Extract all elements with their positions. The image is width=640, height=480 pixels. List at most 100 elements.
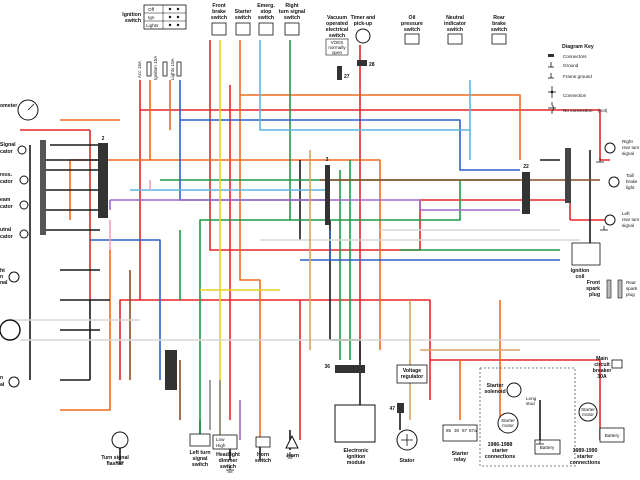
front-brake-label-2: brake <box>212 9 226 15</box>
connector-27-label: 27 <box>344 74 350 80</box>
wire-dashed <box>479 367 576 467</box>
flasher-label-2: flasher <box>106 461 123 467</box>
right-turn-switch-label-3: switch <box>284 15 300 21</box>
ignition-switch: Off Ign Lights Ignition switch <box>122 4 187 30</box>
fuse-acc-label: Acc 15A <box>137 60 142 78</box>
turn-signal-flasher <box>111 431 129 449</box>
voltage-regulator-label-1: Voltage <box>403 368 421 374</box>
front-plug-label-3: plug <box>589 292 600 298</box>
connector-22-label: 22 <box>523 164 529 170</box>
right-turn-signal-switch <box>284 22 300 36</box>
right-turn-switch-label-2: turn signal <box>279 9 306 15</box>
battery-1989-label: Battery <box>605 433 620 438</box>
front-plug-label-1: Front <box>587 280 601 286</box>
wire-red-trunk <box>119 45 610 440</box>
wire-white-1 <box>10 229 600 341</box>
vacuum-switch-label-1: Vacuum <box>327 15 347 21</box>
tail-brake-label-3: light <box>626 185 635 190</box>
wire-red-2 <box>20 40 610 300</box>
starter-relay-label-2: relay <box>454 457 466 463</box>
right-side: Right rear turn signal Tail/ brake light… <box>571 139 640 299</box>
right-turn-switch-label-1: Right <box>285 3 299 9</box>
front-brake-switch <box>211 22 227 36</box>
speedometer-label: ometer <box>0 103 17 109</box>
headlight-dimmer-switch <box>212 434 238 450</box>
left-front-turn-label-2: n <box>0 274 3 280</box>
connector-2 <box>98 143 108 218</box>
fuse-block: Acc 15A Ignition 15A Lights 15A <box>137 55 182 80</box>
neutral-switch-label-3: switch <box>447 27 463 33</box>
connector-27 <box>337 66 342 80</box>
relay-pin-87: 87 <box>462 428 468 433</box>
rear-plug-label-2: spark <box>626 286 638 291</box>
relay-pin-30: 30 <box>454 428 460 433</box>
timer-label-1: Timer and <box>351 15 376 21</box>
left-turn-signal-switch <box>189 433 211 447</box>
ignition-switch-label-1: Ignition <box>122 12 141 18</box>
key-item-frame-ground: Frame ground <box>563 74 592 79</box>
connections-1989-label-2: starter <box>577 454 593 460</box>
connector-28-label: 28 <box>369 62 375 68</box>
starter-solenoid-label-2: solenoid <box>484 389 505 395</box>
oil-pressure-label-3: switch <box>404 27 420 33</box>
neutral-switch-label-1: Neutral <box>446 15 464 21</box>
neutral-indicator-label-2: cator <box>0 234 13 240</box>
starter-switch <box>235 22 251 36</box>
wire-brown-1 <box>129 179 600 420</box>
rear-brake-label-2: brake <box>492 21 506 27</box>
top-switches: Front brake switch Starter switch Emerg.… <box>211 3 507 56</box>
main-breaker-label-1: Main <box>596 356 608 362</box>
voes-note-2: normally <box>328 45 346 50</box>
bottom-components: Turn signal flasher Left turn signal swi… <box>101 364 478 470</box>
right-rear-turn-label-1: Right <box>622 139 633 144</box>
wire-tan-1 <box>309 150 520 420</box>
horn <box>285 434 299 449</box>
connectors: 2 3 22 36 27 28 47 <box>40 60 571 413</box>
key-item-no-connection: No connection <box>563 108 593 113</box>
timer-pickup <box>355 28 371 44</box>
oil-pressure-switch <box>404 33 420 45</box>
oil-pressure-label-1: Oil <box>409 15 416 21</box>
rear-brake-label-1: Rear <box>493 15 505 21</box>
key-title: Diagram Key <box>562 44 594 50</box>
connections-1989-label-3: connections <box>570 460 601 466</box>
voltage-regulator <box>396 364 428 384</box>
main-breaker-label-4: 30A <box>597 374 607 380</box>
ignition-coil-label-1: Ignition <box>571 268 590 274</box>
voltage-regulator-label-2: regulator <box>401 374 423 380</box>
key-item-connectors: Connectors <box>563 54 587 59</box>
starter-motor-label-1: Starter <box>501 418 515 423</box>
starter-connections: Starter solenoid Long stud Starter motor… <box>484 356 625 466</box>
left-front-turn-label-1: ht <box>0 268 5 274</box>
ignition-module <box>334 404 376 443</box>
oil-pressure-label-2: pressure <box>401 21 423 27</box>
front-spark-plug <box>606 279 612 299</box>
left-instruments: ometer Signal cator ress. cator eam cato… <box>0 99 39 388</box>
tail-brake-label-2: brake <box>626 179 638 184</box>
beam-indicator-label-1: eam <box>0 197 11 203</box>
connector-36 <box>335 365 365 373</box>
wire-violet-1 <box>109 199 520 440</box>
starter-motor-89 <box>578 402 598 422</box>
rear-plug-label-3: plug <box>626 292 635 297</box>
key-item-connection: Connection <box>563 93 587 98</box>
front-brake-label-1: Front <box>212 3 226 9</box>
emerg-stop-label-1: Emerg. <box>257 3 275 9</box>
left-rear-turn-label-1: Left <box>622 211 630 216</box>
vacuum-switch-label-4: switch <box>329 33 345 39</box>
horn-switch <box>255 436 271 448</box>
connector-47 <box>397 403 404 413</box>
right-rear-turn-label-2: rear turn <box>622 145 640 150</box>
left-rear-turn-label-3: signal <box>622 223 634 228</box>
left-turn-switch-label-1: Left turn <box>189 450 210 456</box>
left-turn-switch-label-3: switch <box>192 462 208 468</box>
connector-36-label: 36 <box>324 364 330 370</box>
vacuum-switch-label-3: electrical <box>326 27 349 33</box>
connector-22 <box>522 172 530 214</box>
dimmer-label-3: switch <box>220 464 236 470</box>
battery-1986-label: Battery <box>540 445 555 450</box>
rear-spark-plug <box>617 279 623 299</box>
dimmer-label-1: Headlight <box>216 452 240 458</box>
